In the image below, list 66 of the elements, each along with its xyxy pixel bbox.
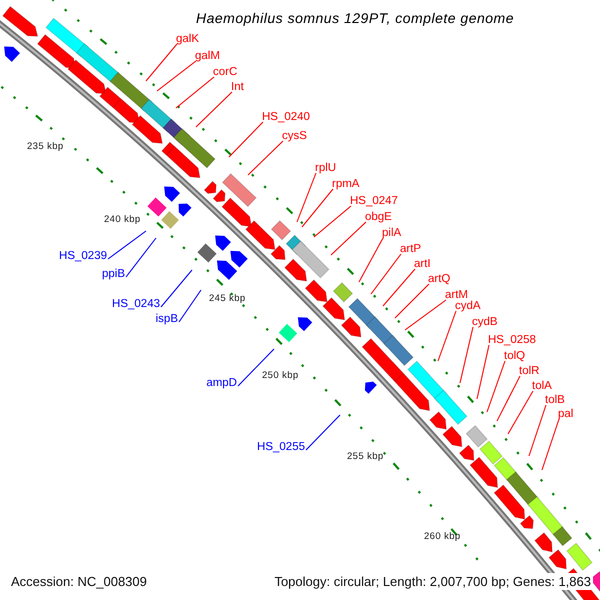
kbp-label: 235 kbp (27, 141, 64, 152)
leader-line (460, 326, 474, 384)
leader-line (248, 140, 284, 176)
leader-line (486, 360, 506, 412)
leader-line (508, 390, 534, 434)
leader-line (330, 222, 366, 256)
gene-label: obgE (365, 211, 392, 224)
gene-label: corC (213, 66, 238, 79)
leader-line (404, 300, 446, 330)
leader-line (394, 284, 430, 318)
gene-label: HS_0247 (350, 195, 398, 208)
leader-line (178, 290, 202, 322)
gene-label: tolR (519, 365, 540, 378)
leader-line (156, 60, 196, 92)
leader-line (528, 404, 546, 456)
leader-line (476, 344, 490, 400)
gene-label: HS_0240 (262, 111, 310, 124)
kbp-label: 240 kbp (104, 214, 141, 225)
leader-line (160, 270, 192, 308)
leader-line (370, 254, 402, 294)
gene-label: cydB (472, 316, 498, 329)
leader-line (542, 418, 560, 470)
leader-line (238, 348, 274, 386)
gene-label: HS_0243 (112, 298, 160, 311)
leader-line (302, 188, 334, 228)
gene-label: artM (445, 289, 468, 302)
kbp-label: 255 kbp (347, 451, 384, 462)
leader-line (126, 238, 156, 278)
leader-line (296, 172, 316, 222)
gene-label: rplU (315, 162, 336, 175)
gene-label: HS_0258 (488, 334, 536, 347)
leader-line (306, 414, 340, 450)
leader-line (358, 238, 384, 282)
leader-line (176, 76, 214, 108)
leader-line (314, 206, 352, 238)
gene-label: tolA (532, 380, 552, 393)
gene-label: HS_0255 (257, 441, 305, 454)
leader-line (438, 310, 456, 362)
leader-line (108, 230, 146, 260)
gene-label: pal (558, 408, 574, 421)
gene-label: ampD (206, 377, 237, 390)
gene-label: cysS (282, 130, 307, 143)
leader-line (146, 44, 178, 82)
kbp-label: 245 kbp (209, 293, 246, 304)
leader-line (382, 268, 416, 306)
gene-label: artP (400, 243, 422, 256)
gene-label: tolQ (504, 350, 526, 363)
gene-label: ispB (156, 313, 178, 326)
gene-label: rpmA (332, 178, 360, 191)
gene-label: pilA (382, 227, 402, 240)
gene-label: Int (231, 81, 244, 94)
kbp-label: 250 kbp (262, 370, 299, 381)
gene-label: artQ (428, 273, 450, 286)
leader-line (496, 376, 520, 422)
gene-label: cydA (455, 300, 481, 313)
title: Haemophilus somnus 129PT, complete genome (194, 10, 516, 26)
gene-label: galK (176, 33, 200, 46)
leader-line (228, 122, 264, 158)
gene-label: tolB (545, 394, 565, 407)
gene-label: artI (414, 258, 431, 271)
leader-line (196, 92, 232, 128)
gene-label: galM (195, 50, 220, 63)
gene-label: ppiB (102, 268, 125, 281)
footer-text: Topology: circular; Length: 2,007,700 bp; Genes: 1,863 (272, 573, 593, 590)
gene-label: HS_0239 (59, 250, 107, 263)
kbp-label: 260 kbp (424, 531, 461, 542)
